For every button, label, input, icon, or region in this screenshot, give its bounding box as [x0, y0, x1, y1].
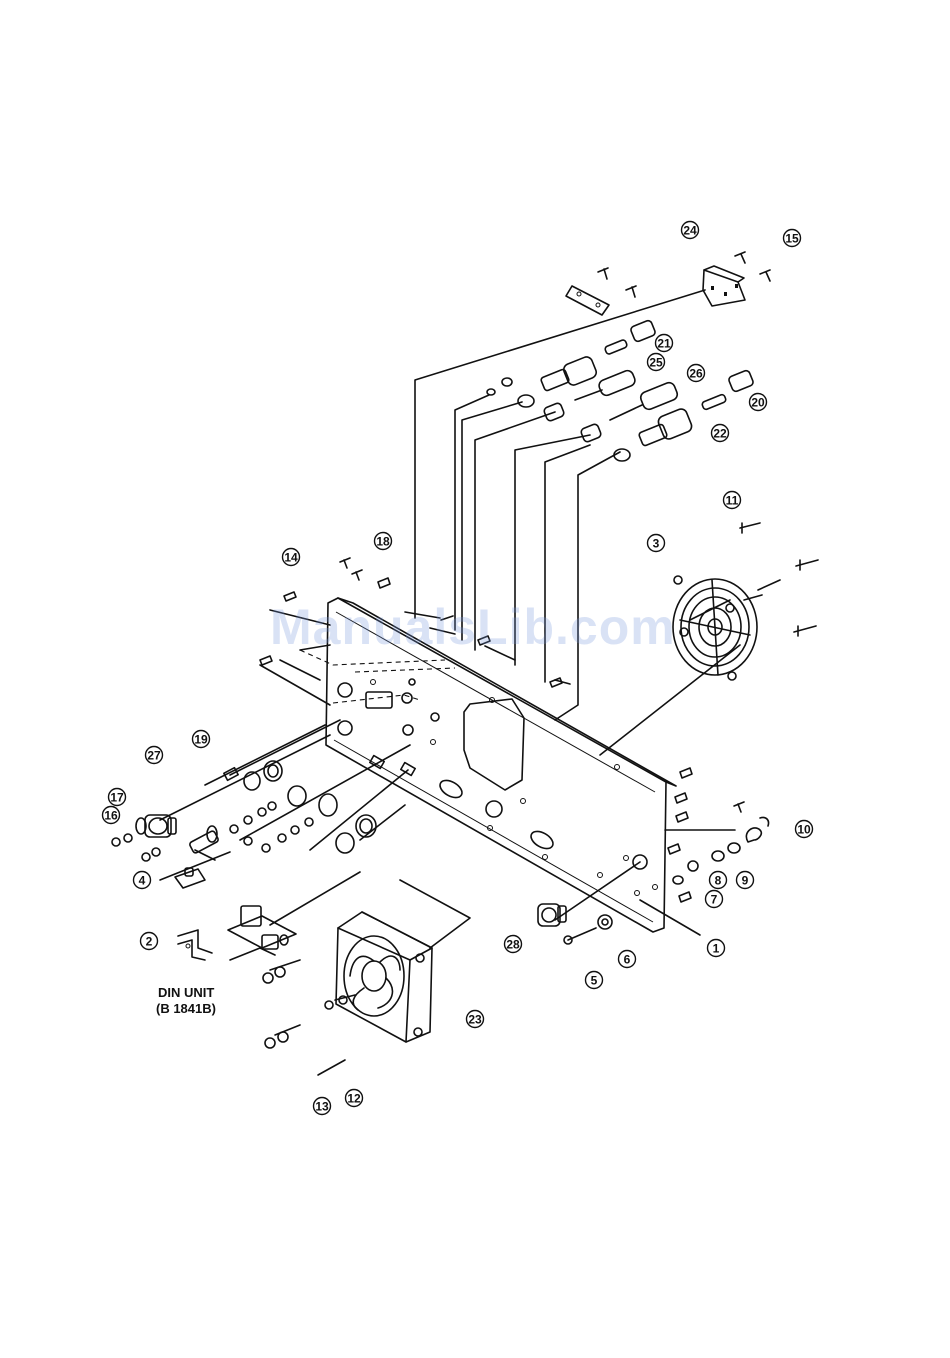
callout-number: 15: [785, 232, 799, 246]
din-unit-code: (B 1841B): [156, 1001, 216, 1016]
bracket-2: [178, 930, 212, 960]
callout-7: 7: [706, 891, 723, 908]
callout-10: 10: [796, 821, 813, 838]
callout-number: 5: [591, 974, 598, 988]
callout-21: 21: [656, 335, 673, 352]
assembly-leader-lines: [160, 290, 780, 1075]
callout-number: 19: [194, 733, 208, 747]
washers-nuts: [112, 761, 376, 861]
screw-and-gear-5-6: [564, 915, 612, 944]
callout-number: 14: [284, 551, 298, 565]
callout-25: 25: [648, 354, 665, 371]
callout-5: 5: [586, 972, 603, 989]
callout-26: 26: [688, 365, 705, 382]
din-unit-board: [228, 906, 296, 949]
callout-number: 26: [689, 367, 703, 381]
callout-number: 16: [104, 809, 118, 823]
callout-9: 9: [737, 872, 754, 889]
callout-number: 23: [468, 1013, 482, 1027]
callout-14: 14: [283, 549, 300, 566]
callout-number: 24: [683, 224, 697, 238]
callout-11: 11: [724, 492, 741, 509]
callout-number: 3: [653, 537, 660, 551]
terminal-block-24: [703, 252, 770, 306]
callout-number: 4: [139, 874, 146, 888]
callout-28: 28: [505, 936, 522, 953]
callout-4: 4: [134, 872, 151, 889]
din-unit-label: DIN UNIT: [158, 985, 214, 1000]
watermark: ManualsLib.com: [270, 598, 676, 656]
callout-number: 8: [715, 874, 722, 888]
callout-3: 3: [648, 535, 665, 552]
cooling-fan: [325, 912, 432, 1042]
callout-number: 6: [624, 953, 631, 967]
callout-number: 1: [713, 942, 720, 956]
callout-17: 17: [109, 789, 126, 806]
callout-20: 20: [750, 394, 767, 411]
callout-number: 11: [726, 494, 739, 508]
callout-number: 21: [657, 337, 671, 351]
callout-15: 15: [784, 230, 801, 247]
callout-27: 27: [146, 747, 163, 764]
callout-number: 22: [713, 427, 727, 441]
din-connector-27: [136, 815, 176, 837]
callout-number: 28: [506, 938, 520, 952]
callout-8: 8: [710, 872, 727, 889]
callout-number: 27: [147, 749, 161, 763]
din-unit-hardware: [263, 967, 288, 1048]
callout-19: 19: [193, 731, 210, 748]
callout-22: 22: [712, 425, 729, 442]
callout-number: 17: [110, 791, 124, 805]
callout-number: 12: [347, 1092, 361, 1106]
callout-number: 9: [742, 874, 749, 888]
cover-plate: [566, 268, 636, 315]
callout-1: 1: [708, 940, 725, 957]
callout-6: 6: [619, 951, 636, 968]
fan-guard: [673, 523, 818, 680]
callout-24: 24: [682, 222, 699, 239]
callout-number: 20: [751, 396, 765, 410]
callout-number: 7: [711, 893, 718, 907]
callout-13: 13: [314, 1098, 331, 1115]
callout-number: 25: [649, 356, 663, 370]
callout-number: 13: [315, 1100, 329, 1114]
bracket-4: [175, 868, 205, 888]
callout-23: 23: [467, 1011, 484, 1028]
callout-2: 2: [141, 933, 158, 950]
callout-18: 18: [375, 533, 392, 550]
callout-number: 2: [146, 935, 153, 949]
callout-12: 12: [346, 1090, 363, 1107]
callout-16: 16: [103, 807, 120, 824]
callout-number: 10: [797, 823, 811, 837]
callout-number: 18: [376, 535, 390, 549]
